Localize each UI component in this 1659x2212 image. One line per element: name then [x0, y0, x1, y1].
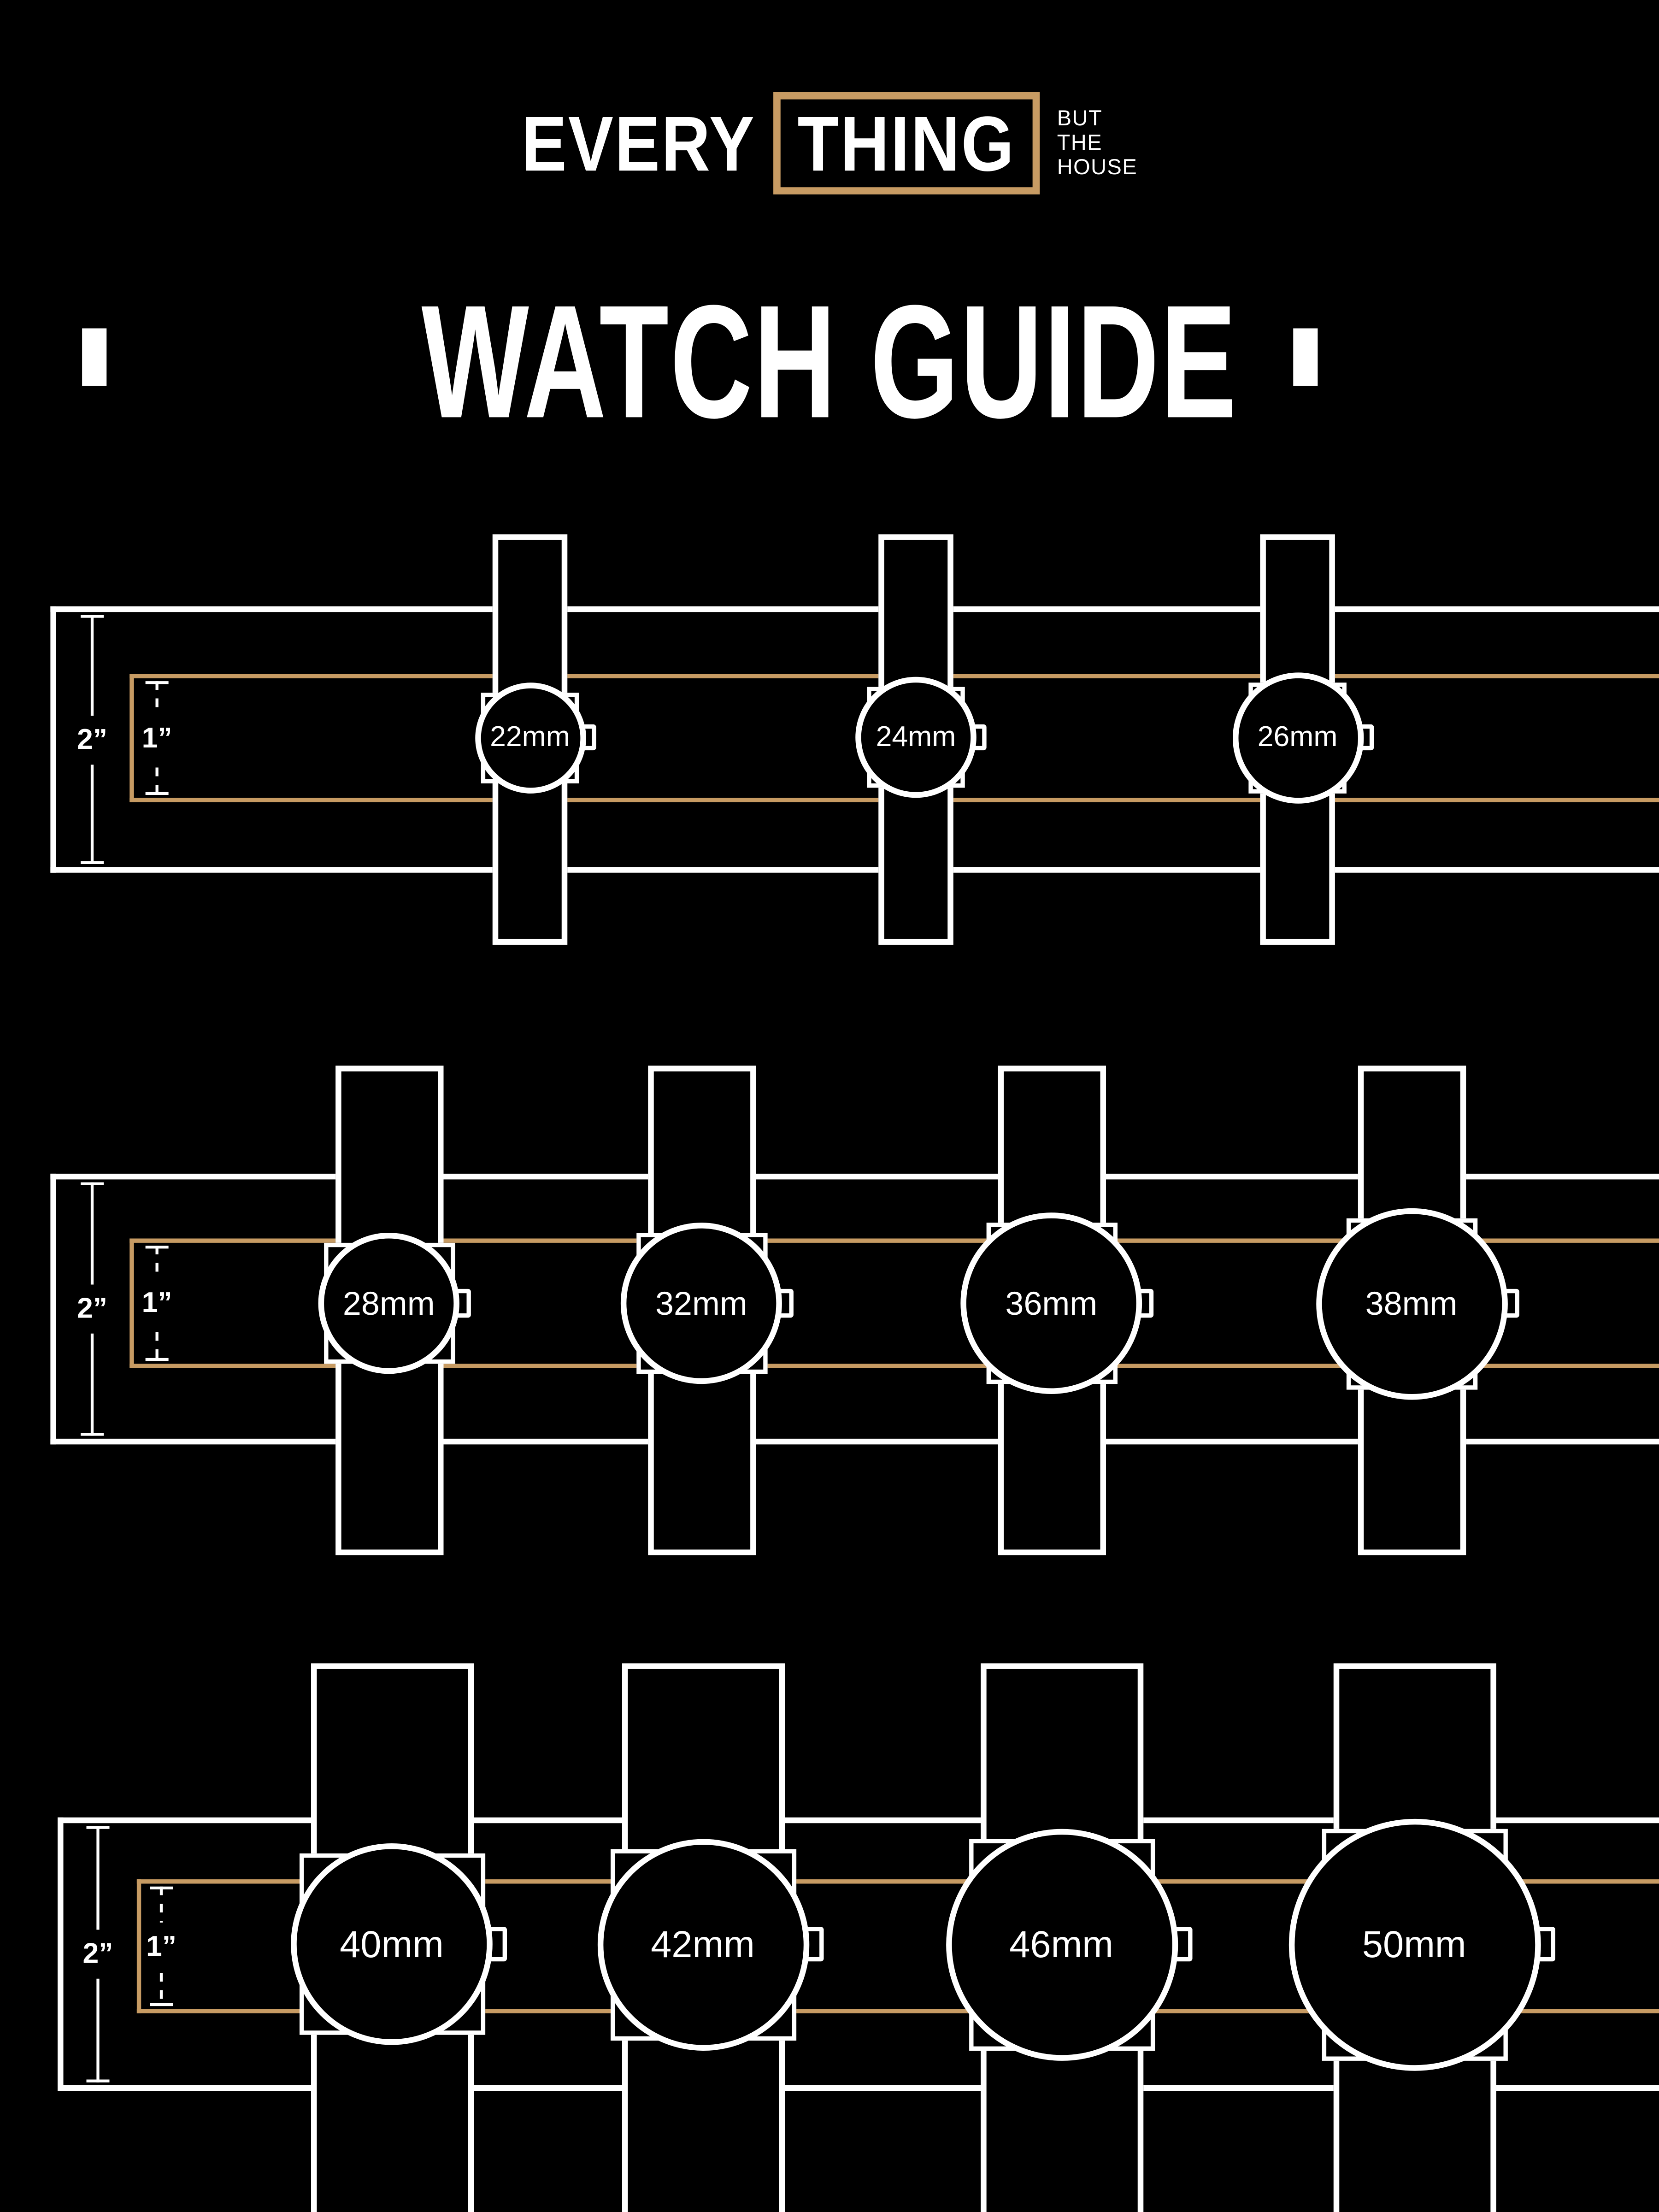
dimension-cap-bottom [145, 792, 169, 795]
dimension-cap-top [81, 615, 104, 618]
page-title-text: WATCH GUIDE [421, 273, 1238, 453]
outer-band-2in [50, 606, 1659, 873]
watch-face-28mm: 28mm [318, 1233, 459, 1374]
dimension-cap-top [145, 1246, 169, 1249]
dimension-label-2in: 2” [72, 1284, 112, 1334]
watch-face-36mm: 36mm [960, 1212, 1142, 1394]
dimension-cap-bottom [81, 861, 104, 864]
logo-tagline-line-1: BUT [1057, 106, 1103, 131]
watch-size-label: 46mm [1009, 1922, 1114, 1965]
watch-face-26mm: 26mm [1232, 671, 1363, 803]
dimension-cap-bottom [81, 1433, 104, 1436]
watch-face-32mm: 32mm [620, 1223, 782, 1384]
logo-word-thing: THING [797, 99, 1016, 188]
inner-dimension-marker: 1” [137, 681, 177, 795]
watch-size-label: 36mm [1005, 1283, 1098, 1322]
watch-size-label: 50mm [1362, 1922, 1466, 1965]
page-title: WATCH GUIDE [0, 273, 1659, 453]
inner-band-1in [136, 1879, 1659, 2013]
outer-dimension-marker: 2” [72, 615, 112, 864]
dimension-cap-bottom [86, 2079, 110, 2083]
logo-tagline: BUT THE HOUSE [1057, 106, 1138, 181]
watch-face-24mm: 24mm [855, 677, 977, 798]
dimension-label-2in: 2” [72, 715, 112, 764]
watch-size-label: 38mm [1365, 1283, 1458, 1322]
dimension-label-1in: 1” [141, 1922, 181, 1971]
watch-size-label: 24mm [876, 721, 956, 753]
watch-face-42mm: 42mm [597, 1838, 809, 2050]
dimension-cap-top [81, 1182, 104, 1185]
watch-face-38mm: 38mm [1315, 1207, 1507, 1399]
dimension-cap-top [145, 681, 169, 684]
outer-band-2in [50, 1173, 1659, 1445]
inner-band-1in [129, 1238, 1659, 1368]
watch-face-22mm: 22mm [474, 682, 586, 793]
watch-size-label: 22mm [490, 721, 570, 753]
watch-face-46mm: 46mm [945, 1828, 1177, 2060]
watch-size-label: 28mm [342, 1283, 435, 1322]
dimension-cap-bottom [145, 1358, 169, 1361]
dimension-cap-top [86, 1826, 110, 1829]
outer-dimension-marker: 2” [72, 1182, 112, 1436]
watch-size-label: 32mm [655, 1283, 747, 1322]
dimension-cap-top [150, 1886, 173, 1889]
watch-size-label: 40mm [340, 1922, 444, 1965]
dimension-cap-bottom [150, 2003, 173, 2006]
dimension-label-1in: 1” [137, 713, 177, 763]
watch-size-label: 26mm [1257, 721, 1338, 753]
dimension-label-2in: 2” [78, 1930, 118, 1979]
inner-dimension-marker: 1” [141, 1886, 181, 2006]
decorative-mark-left [82, 328, 107, 386]
dimension-label-1in: 1” [137, 1279, 177, 1328]
watch-size-label: 42mm [651, 1922, 755, 1965]
logo-tagline-line-3: HOUSE [1057, 155, 1138, 181]
logo-tagline-line-2: THE [1057, 130, 1103, 156]
inner-dimension-marker: 1” [137, 1246, 177, 1361]
logo-box: THING [773, 92, 1040, 194]
outer-dimension-marker: 2” [78, 1826, 118, 2083]
watch-face-40mm: 40mm [291, 1843, 493, 2045]
watch-face-50mm: 50mm [1288, 1818, 1541, 2071]
logo-word-every: EVERY [521, 99, 756, 188]
decorative-mark-right [1293, 328, 1318, 386]
brand-logo: EVERY THING BUT THE HOUSE [0, 92, 1659, 194]
